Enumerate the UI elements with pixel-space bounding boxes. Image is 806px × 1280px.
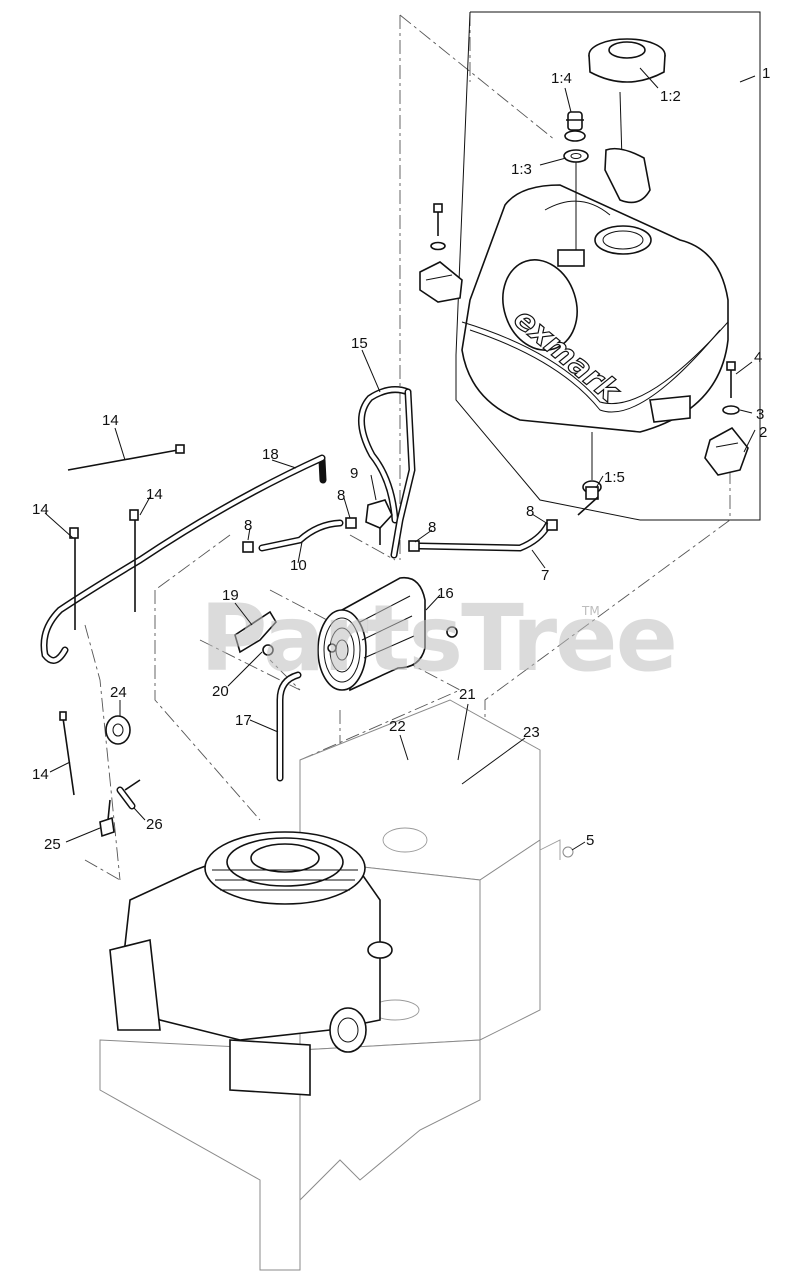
- explosion-guide-lines: [84, 11, 761, 881]
- check-valve: [105, 715, 131, 745]
- callout-18: 18: [262, 446, 279, 463]
- tank-bracket-left: [419, 261, 463, 303]
- watermark-tm: TM: [581, 604, 600, 618]
- canister-screw: [446, 626, 458, 638]
- watermark-text: PartsTree: [200, 585, 676, 692]
- elbow-fitting: [116, 779, 141, 810]
- callout-4: 4: [754, 349, 762, 366]
- fuel-cap: [588, 38, 666, 204]
- grommet: [563, 149, 589, 163]
- callout-8d: 8: [526, 503, 534, 520]
- callout-14d: 14: [32, 766, 49, 783]
- callout-7: 7: [541, 567, 549, 584]
- hose-10: [258, 519, 344, 552]
- callout-9: 9: [350, 465, 358, 482]
- hose-clamp: [242, 541, 254, 553]
- cable-tie: [67, 444, 185, 471]
- callout-1-2: 1:2: [660, 88, 681, 105]
- callout-20: 20: [212, 683, 229, 700]
- chassis-frame: [99, 699, 574, 1271]
- callout-24: 24: [110, 684, 127, 701]
- line-18: [40, 454, 327, 664]
- callout-17: 17: [235, 712, 252, 729]
- outlet-fitting: [577, 432, 602, 516]
- hose-17: [276, 671, 302, 782]
- callout-15: 15: [351, 335, 368, 352]
- hose-clamp: [546, 519, 558, 531]
- hose-7: [416, 521, 552, 552]
- bolt-right: [726, 361, 736, 398]
- callout-1-4: 1:4: [551, 70, 572, 87]
- callout-21: 21: [459, 686, 476, 703]
- callout-19: 19: [222, 587, 239, 604]
- callout-8a: 8: [244, 517, 252, 534]
- hose-clamp: [408, 540, 420, 552]
- callout-10: 10: [290, 557, 307, 574]
- callout-22: 22: [389, 718, 406, 735]
- callout-25: 25: [44, 836, 61, 853]
- charcoal-canister: [317, 576, 426, 692]
- callout-1-5: 1:5: [604, 469, 625, 486]
- callout-14c: 14: [32, 501, 49, 518]
- bolt-left: [430, 203, 446, 251]
- callout-1-3: 1:3: [511, 161, 532, 178]
- cable-tie: [129, 509, 139, 612]
- canister-bracket: [234, 610, 277, 656]
- fuel-tank: exmark: [461, 184, 729, 433]
- callout-8c: 8: [428, 519, 436, 536]
- callout-labels: 1 1:2 1:3 1:4 1:5 2 3 4 5 7 8 8 8 8 9 10…: [32, 65, 770, 853]
- watermark: PartsTree TM: [200, 585, 678, 692]
- cable-tie: [69, 527, 79, 630]
- callout-5: 5: [586, 832, 594, 849]
- leader-lines: [44, 67, 756, 851]
- callout-14a: 14: [102, 412, 119, 429]
- callout-14b: 14: [146, 486, 163, 503]
- cable-tie: [59, 711, 75, 796]
- tee-connector: [99, 799, 115, 838]
- callout-2: 2: [759, 424, 767, 441]
- callout-16: 16: [437, 585, 454, 602]
- callout-26: 26: [146, 816, 163, 833]
- callout-3: 3: [756, 406, 764, 423]
- vent-fitting: [564, 111, 586, 142]
- hose-clamp: [345, 517, 357, 529]
- hose-15: [358, 386, 416, 559]
- callout-23: 23: [523, 724, 540, 741]
- washer-right: [722, 405, 740, 415]
- callout-8b: 8: [337, 487, 345, 504]
- tee-fitting: [365, 499, 393, 545]
- tank-bracket-right: [704, 426, 749, 476]
- engine-block: [109, 831, 393, 1096]
- callout-1: 1: [762, 65, 770, 82]
